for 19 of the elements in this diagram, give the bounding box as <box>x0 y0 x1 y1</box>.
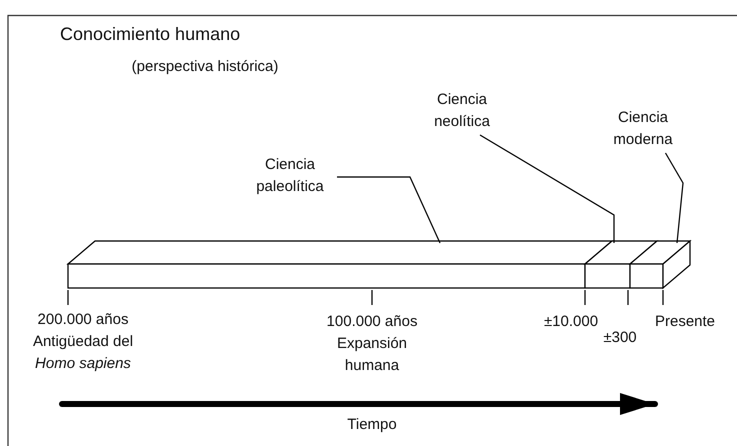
time-label: Expansión humana <box>336 334 408 376</box>
timeline-segment <box>583 240 659 289</box>
timeline-segment <box>628 240 692 290</box>
time-label: Antigüedad del Homo sapiens <box>32 332 134 374</box>
time-label: ±300 <box>603 328 637 348</box>
time-label: Presente <box>654 312 716 332</box>
callout-label: Ciencia paleolítica <box>245 154 335 198</box>
time-label: 200.000 años <box>38 310 128 330</box>
subtitle: (perspectiva histórica) <box>132 57 278 77</box>
leader-line <box>337 176 441 244</box>
callout-label: Ciencia moderna <box>598 107 688 151</box>
diagram-title: Conocimiento humano <box>60 23 240 45</box>
timeline-segment <box>66 240 614 289</box>
leader-line <box>664 152 684 244</box>
callout-label: Ciencia neolítica <box>417 89 507 133</box>
time-label: ±10.000 <box>544 312 598 332</box>
time-label: 100.000 años <box>326 312 418 332</box>
leader-line <box>480 134 615 243</box>
axis-label: Tiempo <box>347 415 397 435</box>
